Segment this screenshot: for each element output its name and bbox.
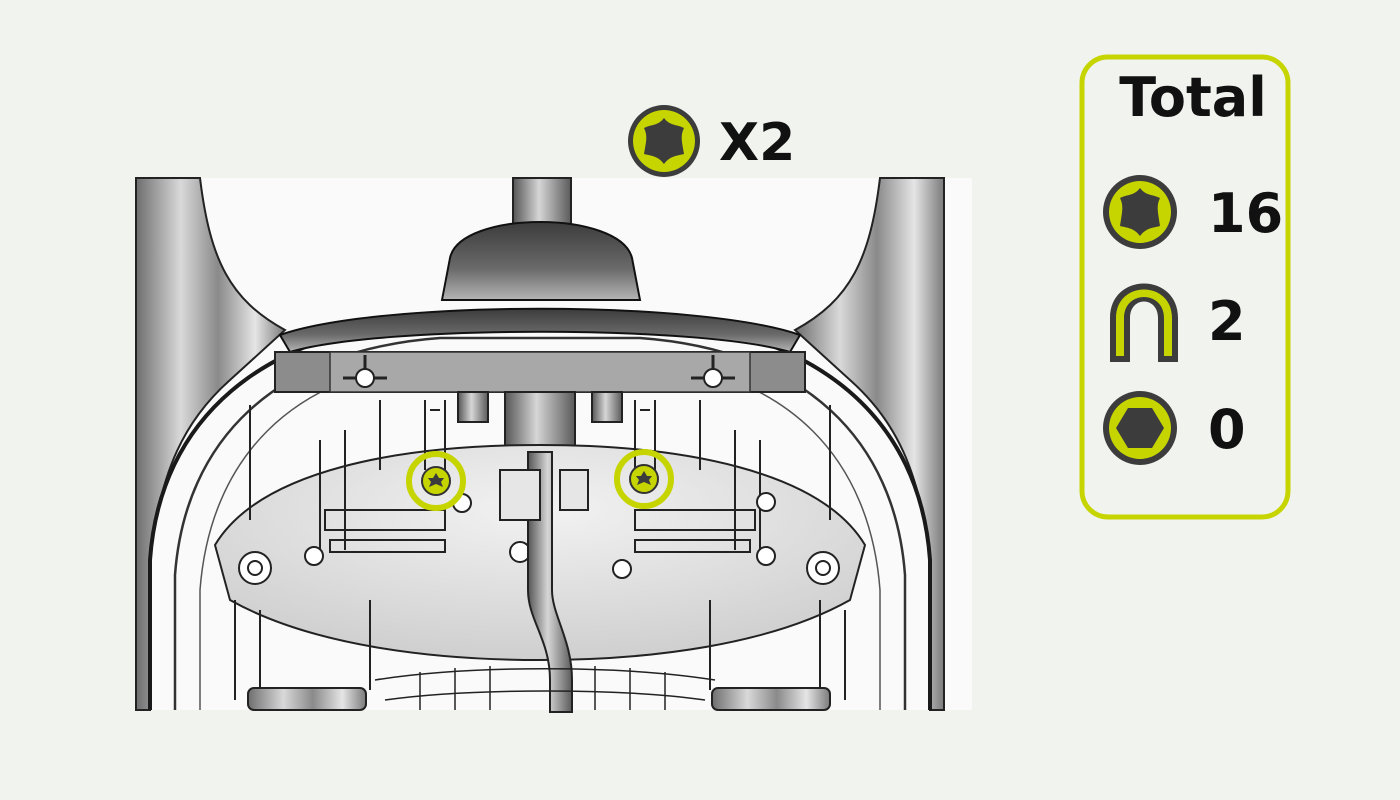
total-title: Total (1119, 66, 1267, 129)
total-panel: Total 16 2 0 (1079, 54, 1291, 520)
step-screw-indicator: X2 (628, 105, 795, 177)
step-quantity-label: X2 (719, 113, 795, 173)
highlight-screw-right (614, 449, 674, 509)
torx-screw-icon (1103, 175, 1177, 249)
appliance-drawing (135, 177, 972, 713)
highlight-screw-left (406, 451, 466, 511)
torx-count: 16 (1208, 182, 1283, 245)
u-clip-icon (1110, 283, 1178, 362)
torx-screw-icon (628, 105, 700, 177)
hex-count: 0 (1208, 398, 1246, 461)
u-clip-count: 2 (1208, 290, 1246, 353)
hex-screw-icon (1103, 391, 1177, 465)
